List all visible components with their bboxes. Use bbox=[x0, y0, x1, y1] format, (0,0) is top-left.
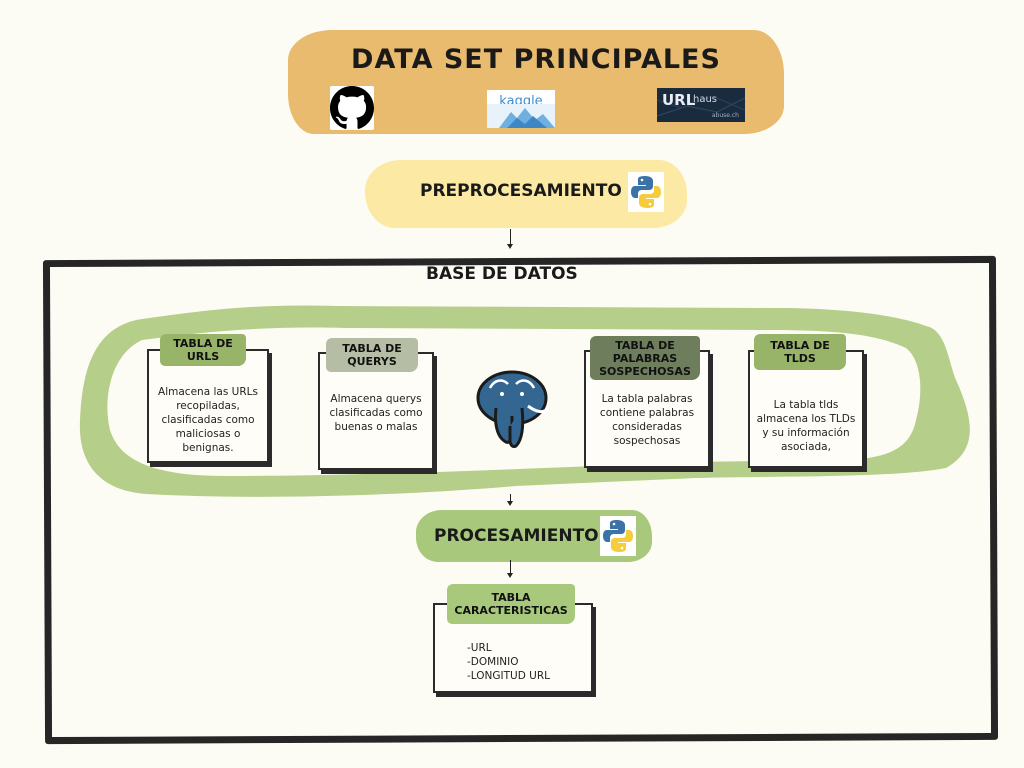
python-icon bbox=[600, 516, 636, 556]
table-palabras-description: La tabla palabras contiene palabras cons… bbox=[599, 393, 695, 447]
processing-label: PROCESAMIENTO bbox=[434, 526, 599, 546]
table-querys-title: TABLA DE QUERYS bbox=[342, 342, 402, 368]
table-tlds-title: TABLA DE TLDS bbox=[770, 339, 830, 365]
flow-arrow-head bbox=[507, 573, 513, 578]
table-urls-card: Almacena las URLs recopiladas, clasifica… bbox=[147, 349, 269, 463]
table-caracteristicas-title: TABLA CARACTERISTICAS bbox=[454, 591, 568, 617]
urlhaus-logo: URL haus abuse.ch bbox=[657, 88, 745, 122]
feature-item: -DOMINIO bbox=[467, 656, 519, 668]
feature-item: -URL bbox=[467, 642, 492, 654]
urlhaus-tagline: abuse.ch bbox=[711, 112, 739, 119]
feature-item: -LONGITUD URL bbox=[467, 670, 550, 682]
preprocessing-label: PREPROCESAMIENTO bbox=[420, 181, 622, 201]
urlhaus-wordmark-suffix: haus bbox=[693, 94, 718, 105]
table-urls-description: Almacena las URLs recopiladas, clasifica… bbox=[158, 386, 258, 454]
flow-arrow-head bbox=[507, 244, 513, 249]
flow-arrow-head bbox=[507, 501, 513, 506]
urlhaus-wordmark: URL bbox=[662, 91, 696, 109]
flow-arrow-line bbox=[510, 229, 511, 245]
table-urls-tag: TABLA DE URLS bbox=[160, 334, 246, 366]
table-querys-card: Almacena querys clasificadas como buenas… bbox=[318, 352, 434, 470]
postgresql-icon bbox=[472, 368, 552, 455]
table-caracteristicas-tag: TABLA CARACTERISTICAS bbox=[447, 584, 575, 624]
flow-arrow-line bbox=[510, 494, 511, 502]
table-tlds-tag: TABLA DE TLDS bbox=[754, 334, 846, 370]
github-icon bbox=[330, 86, 374, 130]
table-palabras-tag: TABLA DE PALABRAS SOSPECHOSAS bbox=[590, 336, 700, 380]
table-palabras-title: TABLA DE PALABRAS SOSPECHOSAS bbox=[599, 338, 691, 378]
table-urls-title: TABLA DE URLS bbox=[173, 337, 233, 363]
datasets-title: DATA SET PRINCIPALES bbox=[351, 44, 721, 75]
kaggle-logo: kaggle bbox=[487, 90, 555, 128]
flow-arrow-line bbox=[510, 560, 511, 574]
table-tlds-description: La tabla tlds almacena los TLDs y su inf… bbox=[756, 399, 856, 453]
database-title: BASE DE DATOS bbox=[426, 264, 578, 284]
features-list: -URL -DOMINIO -LONGITUD URL bbox=[467, 641, 550, 683]
table-querys-description: Almacena querys clasificadas como buenas… bbox=[329, 393, 423, 433]
table-querys-tag: TABLA DE QUERYS bbox=[326, 338, 418, 372]
python-icon bbox=[628, 172, 664, 212]
